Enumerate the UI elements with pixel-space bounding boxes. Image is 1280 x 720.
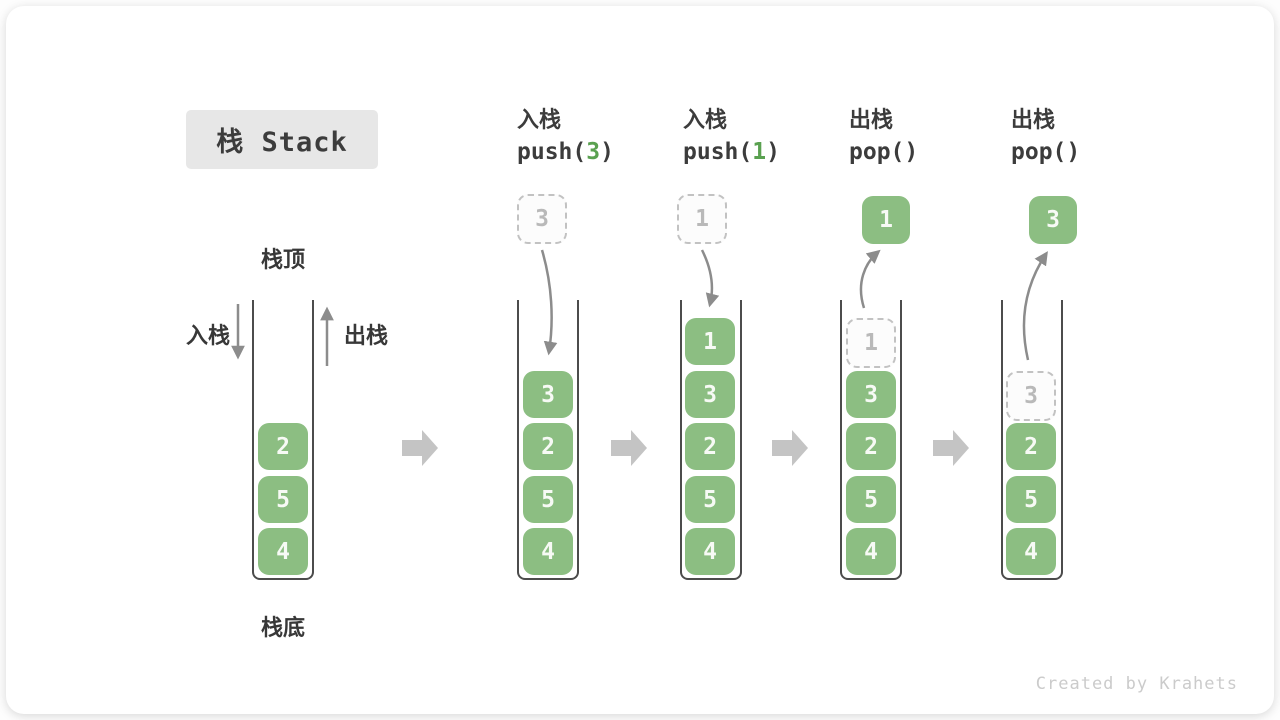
code-arg: 3 xyxy=(586,139,601,165)
stack-value-box: 3 xyxy=(685,371,735,418)
code-arg: 1 xyxy=(752,139,767,165)
removed-ghost-box: 1 xyxy=(846,318,896,368)
code-pre: pop( xyxy=(849,139,905,165)
op-header-pop-1: 出栈 pop() xyxy=(849,105,918,169)
op-zh-label: 出栈 xyxy=(1011,107,1056,132)
stack-value-box: 5 xyxy=(523,476,573,523)
stack-value-box: 4 xyxy=(1006,528,1056,575)
popped-value-box: 3 xyxy=(1029,196,1077,244)
stack-value-box: 5 xyxy=(1006,476,1056,523)
stack-value-box: 1 xyxy=(685,318,735,365)
stack-value-box: 5 xyxy=(258,476,308,523)
stack-top-label: 栈顶 xyxy=(260,247,305,272)
stack-value-box: 2 xyxy=(1006,423,1056,470)
op-header-push-1: 入栈 push(1) xyxy=(683,105,780,169)
title-box: 栈 Stack xyxy=(186,110,378,169)
code-pre: push( xyxy=(517,139,587,165)
code-pre: pop( xyxy=(1011,139,1067,165)
op-zh-label: 入栈 xyxy=(683,107,728,132)
stack-value-box: 2 xyxy=(523,423,573,470)
stack-value-box: 4 xyxy=(523,528,573,575)
stack-value-box: 3 xyxy=(523,371,573,418)
pop-side-label: 出栈 xyxy=(344,323,389,348)
op-code-label: push(3) xyxy=(517,135,614,169)
stack-value-box: 4 xyxy=(685,528,735,575)
stack-value-box: 2 xyxy=(846,423,896,470)
op-code-label: push(1) xyxy=(683,135,780,169)
staged-ghost-box: 1 xyxy=(677,194,727,244)
op-zh-label: 出栈 xyxy=(849,107,894,132)
code-post: ) xyxy=(904,139,919,165)
stack-value-box: 4 xyxy=(846,528,896,575)
stack-value-box: 5 xyxy=(846,476,896,523)
code-post: ) xyxy=(600,139,614,165)
push-side-label: 入栈 xyxy=(186,323,231,348)
code-pre: push( xyxy=(683,139,753,165)
stack-value-box: 2 xyxy=(258,423,308,470)
stack-value-box: 2 xyxy=(685,423,735,470)
code-post: ) xyxy=(766,139,780,165)
code-post: ) xyxy=(1066,139,1081,165)
op-code-label: pop() xyxy=(1011,135,1080,169)
stack-value-box: 5 xyxy=(685,476,735,523)
stack-value-box: 4 xyxy=(258,528,308,575)
op-code-label: pop() xyxy=(849,135,918,169)
title-text: 栈 Stack xyxy=(216,127,348,158)
stack-value-box: 3 xyxy=(846,371,896,418)
stack-bottom-label: 栈底 xyxy=(260,615,305,640)
op-header-pop-3: 出栈 pop() xyxy=(1011,105,1080,169)
removed-ghost-box: 3 xyxy=(1006,371,1056,421)
popped-value-box: 1 xyxy=(862,196,910,244)
watermark-credit: Created by Krahets xyxy=(1035,674,1238,694)
staged-ghost-box: 3 xyxy=(517,194,567,244)
op-zh-label: 入栈 xyxy=(517,107,562,132)
op-header-push-3: 入栈 push(3) xyxy=(517,105,614,169)
